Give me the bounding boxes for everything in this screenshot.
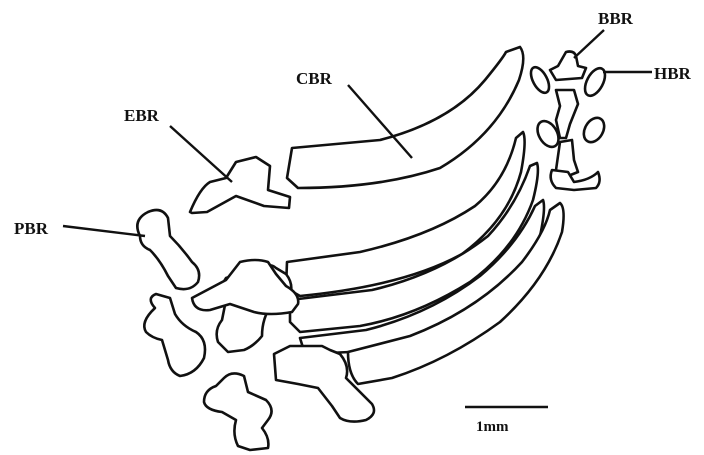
hypobranchial-left-1: [527, 64, 553, 95]
hypobranchial-right-2: [580, 114, 609, 146]
epibranchial: [190, 157, 290, 213]
pbr-label: PBR: [14, 219, 49, 238]
pharyngobranchial-1: [137, 210, 199, 289]
bbr-leader: [574, 30, 604, 58]
pbr-leader: [63, 226, 145, 236]
scale-bar-label: 1mm: [476, 419, 509, 435]
bbr-label: BBR: [598, 9, 634, 28]
ceratobranchial-group: [286, 47, 564, 384]
cbr-label: CBR: [296, 69, 333, 88]
hbr-label: HBR: [654, 64, 692, 83]
ebr-label: EBR: [124, 106, 160, 125]
basibranchial-column: [527, 52, 609, 191]
epibranchial-2: [192, 260, 298, 314]
basibranchial-2: [556, 90, 578, 138]
ebr-leader: [170, 126, 232, 182]
basibranchial-1: [550, 52, 586, 81]
pharyngobranchial-group: [137, 210, 291, 450]
scale-bar: 1mm: [465, 407, 548, 435]
pharyngobranchial-3: [204, 373, 272, 450]
